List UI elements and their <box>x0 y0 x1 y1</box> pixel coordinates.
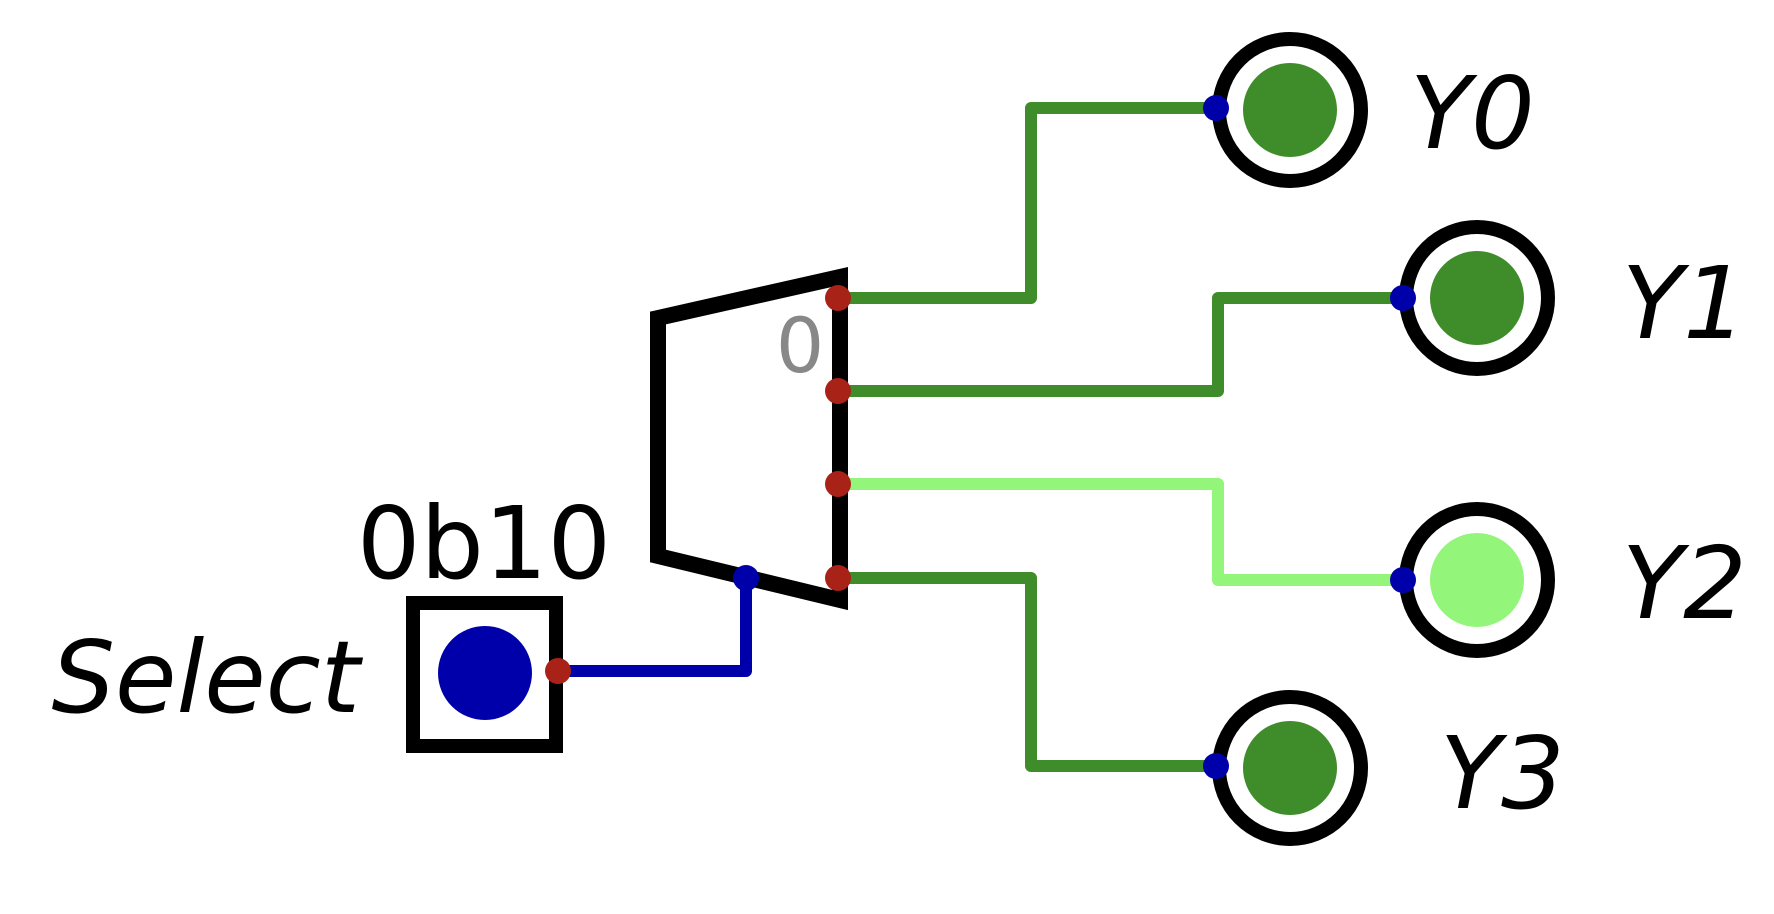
demux-port-label: 0 <box>776 301 824 390</box>
output-label-y1: Y1 <box>1622 245 1747 362</box>
select-value-label: 0b10 <box>357 485 611 602</box>
led-indicator-y1 <box>1430 251 1524 345</box>
wire-select <box>552 572 752 677</box>
wires <box>552 102 1409 772</box>
demux-out-pin-2[interactable] <box>825 471 851 497</box>
select-out-pin[interactable] <box>545 658 571 684</box>
led-indicator-y3 <box>1243 721 1337 815</box>
led-indicator-y0 <box>1243 63 1337 157</box>
output-label-y3: Y3 <box>1440 715 1565 832</box>
demux-out-pin-0[interactable] <box>825 285 851 311</box>
led-in-pin-y0[interactable] <box>1203 95 1229 121</box>
output-y3: Y3 <box>1212 690 1565 846</box>
demux-select-pin[interactable] <box>733 565 759 591</box>
demux-body <box>650 266 848 611</box>
led-in-pin-y1[interactable] <box>1390 285 1416 311</box>
wire-y2 <box>832 478 1409 586</box>
output-label-y2: Y2 <box>1622 525 1747 642</box>
wire-y3 <box>832 572 1222 772</box>
wire-y0 <box>832 102 1222 304</box>
select-input[interactable] <box>406 596 563 753</box>
demux-out-pin-3[interactable] <box>825 565 851 591</box>
demux-out-pin-1[interactable] <box>825 378 851 404</box>
led-in-pin-y2[interactable] <box>1390 567 1416 593</box>
output-label-y0: Y0 <box>1410 55 1535 172</box>
pins <box>545 95 1416 779</box>
output-y2: Y2 <box>1399 502 1747 658</box>
wire-y1 <box>832 292 1409 397</box>
select-input-indicator[interactable] <box>438 626 532 720</box>
output-y0: Y0 <box>1212 32 1535 188</box>
select-label: Select <box>52 619 364 736</box>
output-y1: Y1 <box>1399 220 1747 376</box>
led-in-pin-y3[interactable] <box>1203 753 1229 779</box>
led-indicator-y2 <box>1430 533 1524 627</box>
demultiplexer[interactable]: 0 <box>650 266 848 611</box>
